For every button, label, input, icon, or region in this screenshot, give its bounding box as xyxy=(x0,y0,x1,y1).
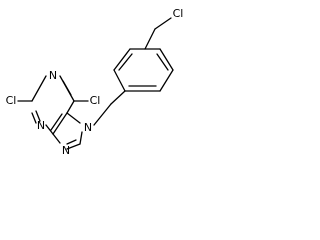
atom-cl-chloromethyl: Cl xyxy=(173,7,184,20)
bond-ring-ch2cl xyxy=(144,28,156,50)
bond-n3-c2 xyxy=(31,112,37,124)
bond-c5-n7 xyxy=(66,112,81,124)
bond-ch2-ring xyxy=(110,90,126,105)
bond-n3-c2-double xyxy=(35,110,41,122)
bond-ring-5 xyxy=(159,69,174,92)
bond-n1-c6-double xyxy=(62,80,72,96)
bond-n7-c8 xyxy=(79,131,83,145)
atom-n7: N xyxy=(84,121,92,134)
bond-c8-n9 xyxy=(66,143,81,150)
bond-c5-c4 xyxy=(52,112,68,135)
bond-c8-n9-double xyxy=(66,139,77,145)
atom-n1: N xyxy=(49,69,57,82)
bond-n7-ch2 xyxy=(93,103,112,126)
atom-n3: N xyxy=(37,119,45,132)
atom-cl-c2: Cl xyxy=(6,94,17,107)
bond-ring-2-double xyxy=(118,53,133,71)
chemical-structure-diagram: Cl Cl Cl N N N N xyxy=(6,7,184,157)
bond-ring-4-double xyxy=(156,53,169,71)
bond-c4-n3 xyxy=(45,124,54,135)
bond-ring-4 xyxy=(159,48,174,71)
bond-c5-c4-double xyxy=(50,113,63,131)
bond-n9-c4 xyxy=(52,133,61,144)
atom-cl-c6: Cl xyxy=(90,94,101,107)
atom-labels: Cl Cl Cl N N N N xyxy=(6,7,184,157)
bond-c2-n1 xyxy=(31,75,47,102)
atom-n9: N xyxy=(62,144,70,157)
bond-ch2-cl xyxy=(154,17,172,30)
bonds xyxy=(17,17,174,150)
bond-c6-c5 xyxy=(66,100,75,114)
bond-ring-1 xyxy=(113,69,126,92)
bond-ring-2 xyxy=(113,48,131,71)
